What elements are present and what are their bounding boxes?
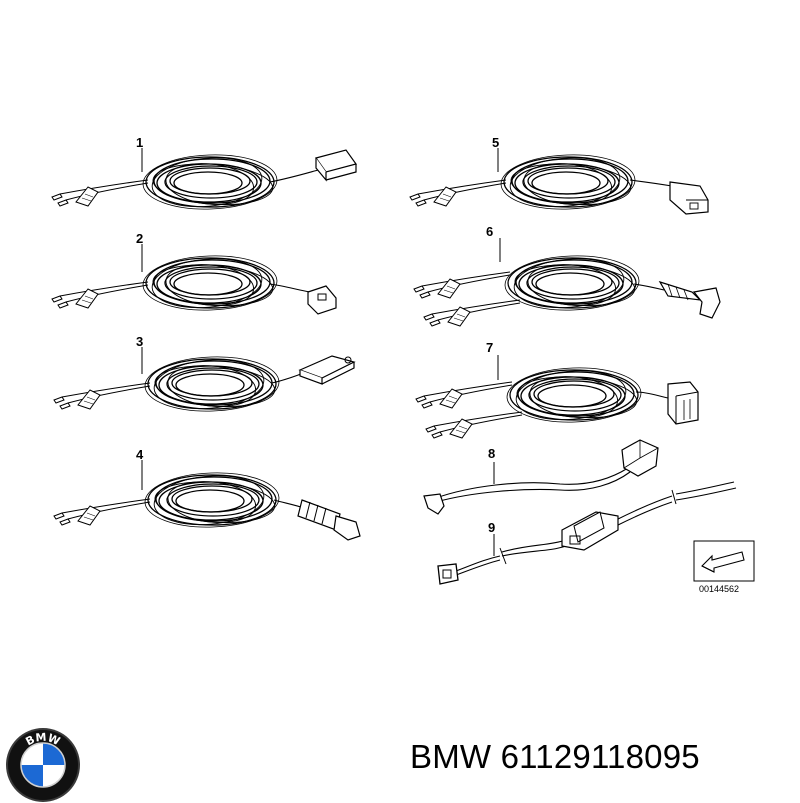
callout-9: 9 bbox=[488, 520, 495, 535]
callout-6: 6 bbox=[486, 224, 493, 239]
callout-2: 2 bbox=[136, 231, 143, 246]
reference-code: 00144562 bbox=[699, 584, 739, 594]
cable-item-4: 4 bbox=[53, 447, 361, 541]
bmw-roundel-icon: BMW bbox=[6, 728, 80, 802]
callout-5: 5 bbox=[492, 135, 499, 150]
reference-box: 00144562 bbox=[693, 540, 755, 594]
part-number: 61129118095 bbox=[500, 738, 700, 775]
cable-item-1: 1 bbox=[51, 135, 357, 212]
cable-item-6: 6 bbox=[413, 224, 721, 327]
callout-1: 1 bbox=[136, 135, 143, 150]
callout-4: 4 bbox=[136, 447, 144, 462]
brand-name: BMW bbox=[410, 738, 492, 775]
cable-item-8: 8 bbox=[423, 439, 659, 515]
cable-item-3: 3 bbox=[53, 334, 356, 414]
callout-8: 8 bbox=[488, 446, 495, 461]
cable-item-9: 9 bbox=[437, 481, 737, 585]
callout-7: 7 bbox=[486, 340, 493, 355]
cable-item-5: 5 bbox=[409, 135, 709, 215]
part-caption: BMW 61129118095 bbox=[410, 738, 700, 776]
callout-3: 3 bbox=[136, 334, 143, 349]
cable-item-7: 7 bbox=[415, 340, 699, 439]
cable-item-2: 2 bbox=[51, 231, 337, 315]
